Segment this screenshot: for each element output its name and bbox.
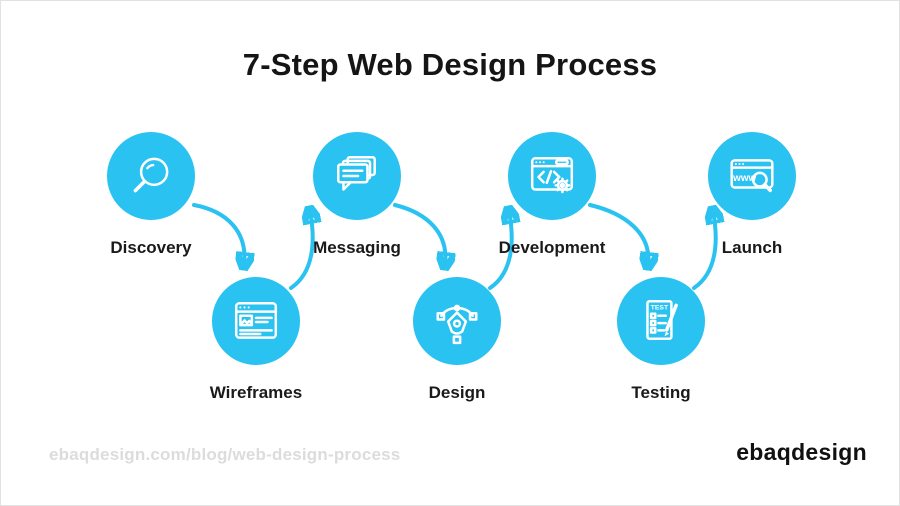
step-label: Launch: [721, 238, 783, 257]
wireframe-browser-icon: [234, 302, 278, 339]
step-label: Testing: [631, 383, 691, 402]
step-circle: [212, 277, 300, 365]
www-icon-text: www: [732, 173, 756, 184]
step-label: Design: [428, 383, 486, 402]
step-circle: [413, 277, 501, 365]
step-messaging: Messaging: [282, 132, 432, 258]
step-development: Development: [477, 132, 627, 258]
step-circle: TEST: [617, 277, 705, 365]
step-circle: [508, 132, 596, 220]
code-gear-icon: [530, 157, 574, 194]
step-design: Design: [382, 277, 532, 403]
step-label: Development: [498, 238, 606, 257]
chat-bubbles-icon: [337, 156, 376, 191]
step-launch: www Launch: [677, 132, 827, 258]
magnifier-icon: [133, 157, 169, 193]
step-circle: [313, 132, 401, 220]
www-search-icon: www: [730, 159, 774, 193]
step-label: Messaging: [313, 238, 401, 257]
step-wireframes: Wireframes: [181, 277, 331, 403]
checklist-pencil-icon: TEST: [646, 299, 678, 340]
brand-logo: ebaqdesign: [736, 439, 867, 465]
step-circle: [107, 132, 195, 220]
page-title: 7-Step Web Design Process: [242, 47, 658, 82]
step-circle: www: [708, 132, 796, 220]
test-icon-text: TEST: [651, 305, 669, 312]
pen-tool-icon: [436, 304, 478, 345]
step-label: Wireframes: [209, 383, 303, 402]
step-label: Discovery: [110, 238, 192, 257]
step-discovery: Discovery: [76, 132, 226, 258]
step-testing: TEST Testing: [586, 277, 736, 403]
source-url: ebaqdesign.com/blog/web-design-process: [49, 445, 401, 464]
